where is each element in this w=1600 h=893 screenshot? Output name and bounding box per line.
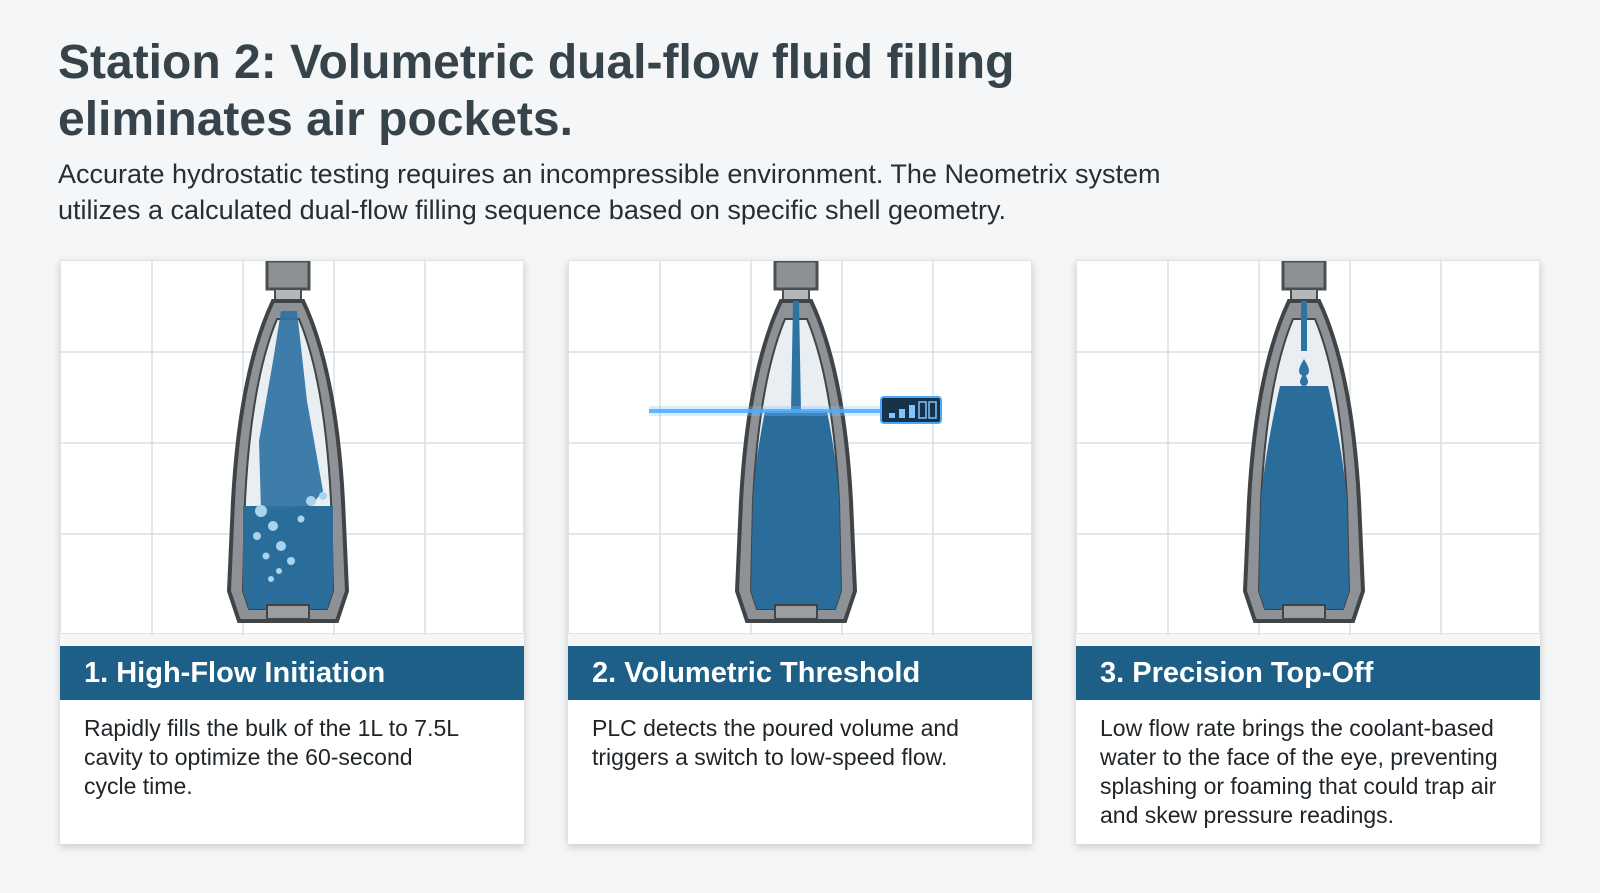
step-illustration (1076, 260, 1541, 635)
description-line: water to the face of the eye, preventing (1100, 744, 1498, 770)
step-illustration (60, 260, 525, 635)
water-fill (1259, 386, 1349, 609)
air-bubbles (253, 492, 327, 582)
subtitle-line-1: Accurate hydrostatic testing requires an… (58, 159, 1161, 189)
shell-diagram (569, 261, 1033, 635)
title-line-2: eliminates air pockets. (58, 93, 573, 146)
description-line: triggers a switch to low-speed flow. (592, 744, 948, 770)
description-line: Low flow rate brings the coolant-based (1100, 715, 1494, 741)
step-card-volumetric-threshold: 2. Volumetric Threshold PLC detects the … (568, 260, 1033, 844)
high-flow-stream (259, 311, 323, 511)
description-line: and skew pressure readings. (1100, 802, 1395, 828)
water-fill (751, 411, 841, 609)
description-line: PLC detects the poured volume and (592, 715, 959, 741)
fill-nozzle (265, 261, 311, 291)
step-heading: 2. Volumetric Threshold (568, 646, 1032, 700)
page-title: Station 2: Volumetric dual-flow fluid fi… (58, 34, 1014, 148)
shell-diagram (61, 261, 525, 635)
page-subtitle: Accurate hydrostatic testing requires an… (58, 156, 1160, 228)
water-fill (243, 506, 333, 609)
step-description: Low flow rate brings the coolant-based w… (1076, 700, 1540, 844)
description-line: splashing or foaming that could trap air (1100, 773, 1497, 799)
fill-nozzle (773, 261, 819, 291)
description-line: cycle time. (84, 773, 193, 799)
level-sensor-icon (880, 396, 942, 424)
description-line: Rapidly fills the bulk of the 1L to 7.5L (84, 715, 460, 741)
step-card-high-flow: 1. High-Flow Initiation Rapidly fills th… (60, 260, 525, 844)
step-illustration (568, 260, 1033, 635)
description-line: cavity to optimize the 60-second (84, 744, 413, 770)
shell-diagram (1077, 261, 1541, 635)
drip-icon (1299, 359, 1309, 376)
sensor-beam (649, 409, 887, 413)
step-card-precision-top-off: 3. Precision Top-Off Low flow rate bring… (1076, 260, 1541, 844)
low-flow-stream (791, 301, 801, 411)
title-line-1: Station 2: Volumetric dual-flow fluid fi… (58, 36, 1015, 89)
subtitle-line-2: utilizes a calculated dual-flow filling … (58, 195, 1007, 225)
step-description: Rapidly fills the bulk of the 1L to 7.5L… (60, 700, 524, 844)
fill-nozzle (1281, 261, 1327, 291)
step-heading: 3. Precision Top-Off (1076, 646, 1540, 700)
step-description: PLC detects the poured volume and trigge… (568, 700, 1032, 844)
step-heading: 1. High-Flow Initiation (60, 646, 524, 700)
